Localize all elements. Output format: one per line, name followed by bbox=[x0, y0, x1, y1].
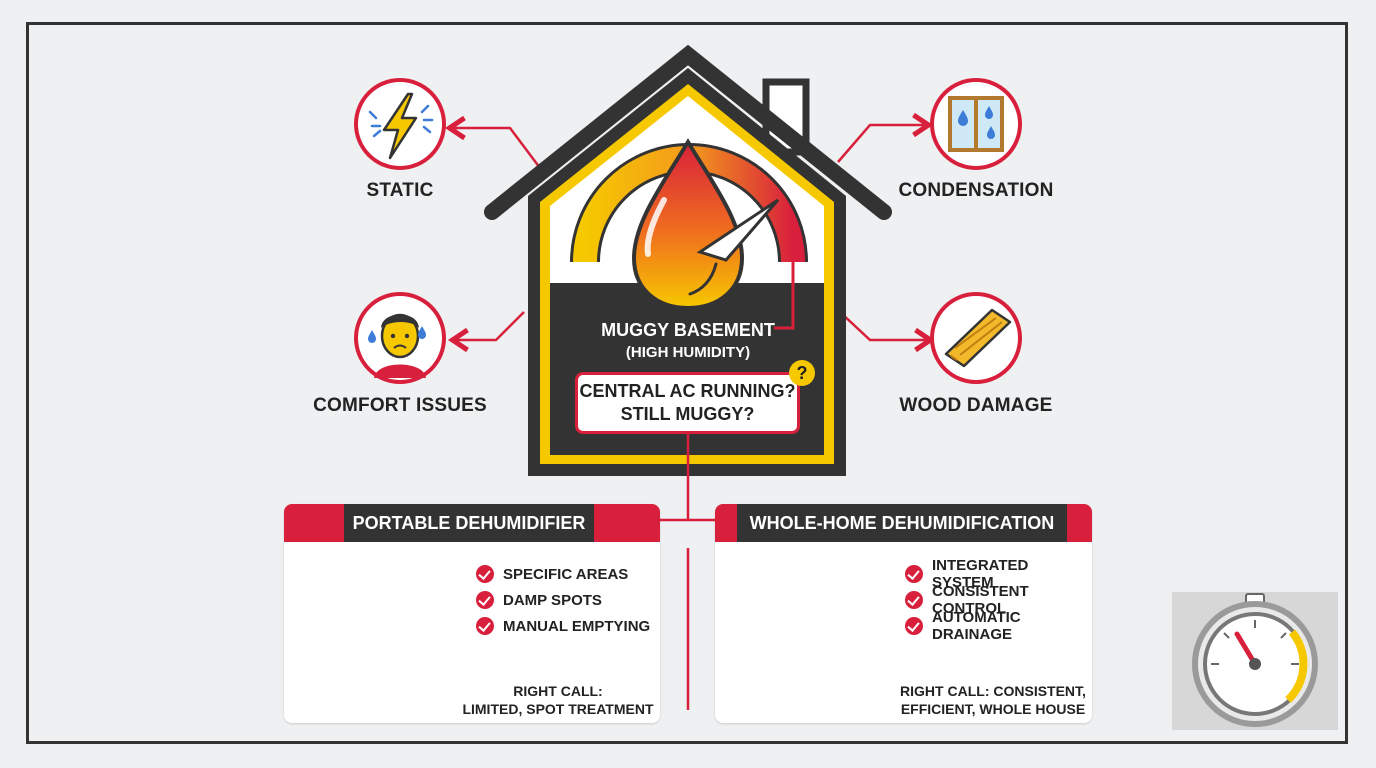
label-wood-damage: WOOD DAMAGE bbox=[899, 395, 1053, 416]
panel-whole-home-dehumidification: WHOLE-HOME DEHUMIDIFICATION INTEGRATED S… bbox=[715, 504, 1092, 723]
panel-portable-dehumidifier: PORTABLE DEHUMIDIFIER SPECIFIC AREAS DAM… bbox=[284, 504, 660, 723]
panel-portable-title: PORTABLE DEHUMIDIFIER bbox=[344, 504, 594, 542]
check-icon bbox=[476, 591, 494, 609]
connector-wood bbox=[839, 311, 936, 353]
connector-house-to-options bbox=[660, 434, 716, 710]
house-title: MUGGY BASEMENT bbox=[601, 320, 775, 340]
connector-comfort bbox=[447, 311, 525, 353]
list-item: DAMP SPOTS bbox=[476, 587, 650, 613]
check-icon bbox=[476, 617, 494, 635]
water-drop-gauge-icon bbox=[570, 138, 808, 330]
panel-whole-header: WHOLE-HOME DEHUMIDIFICATION bbox=[715, 504, 1092, 542]
wood-plank-icon bbox=[930, 292, 1022, 384]
check-icon bbox=[905, 617, 923, 635]
whole-checklist: INTEGRATED SYSTEM CONSISTENT CONTROL AUT… bbox=[905, 557, 1092, 643]
list-item: MANUAL EMPTYING bbox=[476, 613, 650, 639]
connector-static bbox=[444, 115, 541, 169]
check-icon bbox=[905, 565, 923, 583]
check-icon bbox=[905, 591, 923, 609]
label-comfort-issues: COMFORT ISSUES bbox=[313, 395, 487, 416]
diagram-frame bbox=[26, 22, 1348, 744]
connector-condensation bbox=[837, 112, 934, 163]
portable-verdict: RIGHT CALL: LIMITED, SPOT TREATMENT bbox=[462, 683, 654, 717]
stopwatch-gauge-icon bbox=[1192, 593, 1318, 727]
label-static: STATIC bbox=[366, 180, 434, 201]
list-item: INTEGRATED SYSTEM bbox=[905, 557, 1092, 591]
sweating-face-icon bbox=[354, 292, 446, 384]
question-line-1: CENTRAL AC RUNNING? bbox=[579, 381, 796, 401]
panel-whole-title: WHOLE-HOME DEHUMIDIFICATION bbox=[737, 504, 1067, 542]
panel-portable-header: PORTABLE DEHUMIDIFIER bbox=[284, 504, 660, 542]
stopwatch-gauge-widget[interactable] bbox=[1172, 592, 1338, 730]
label-condensation: CONDENSATION bbox=[898, 180, 1054, 201]
question-line-2: STILL MUGGY? bbox=[620, 404, 755, 424]
question-box: CENTRAL AC RUNNING? STILL MUGGY? bbox=[575, 372, 800, 434]
window-droplets-icon bbox=[930, 78, 1022, 170]
question-mark-icon: ? bbox=[789, 360, 815, 386]
list-item: AUTOMATIC DRAINAGE bbox=[905, 609, 1092, 643]
portable-checklist: SPECIFIC AREAS DAMP SPOTS MANUAL EMPTYIN… bbox=[476, 561, 650, 639]
list-item: SPECIFIC AREAS bbox=[476, 561, 650, 587]
house-subtitle: (HIGH HUMIDITY) bbox=[625, 344, 751, 361]
check-icon bbox=[476, 565, 494, 583]
lightning-icon bbox=[354, 78, 446, 170]
list-item: CONSISTENT CONTROL bbox=[905, 583, 1092, 617]
whole-verdict: RIGHT CALL: CONSISTENT, EFFICIENT, WHOLE… bbox=[900, 683, 1086, 717]
